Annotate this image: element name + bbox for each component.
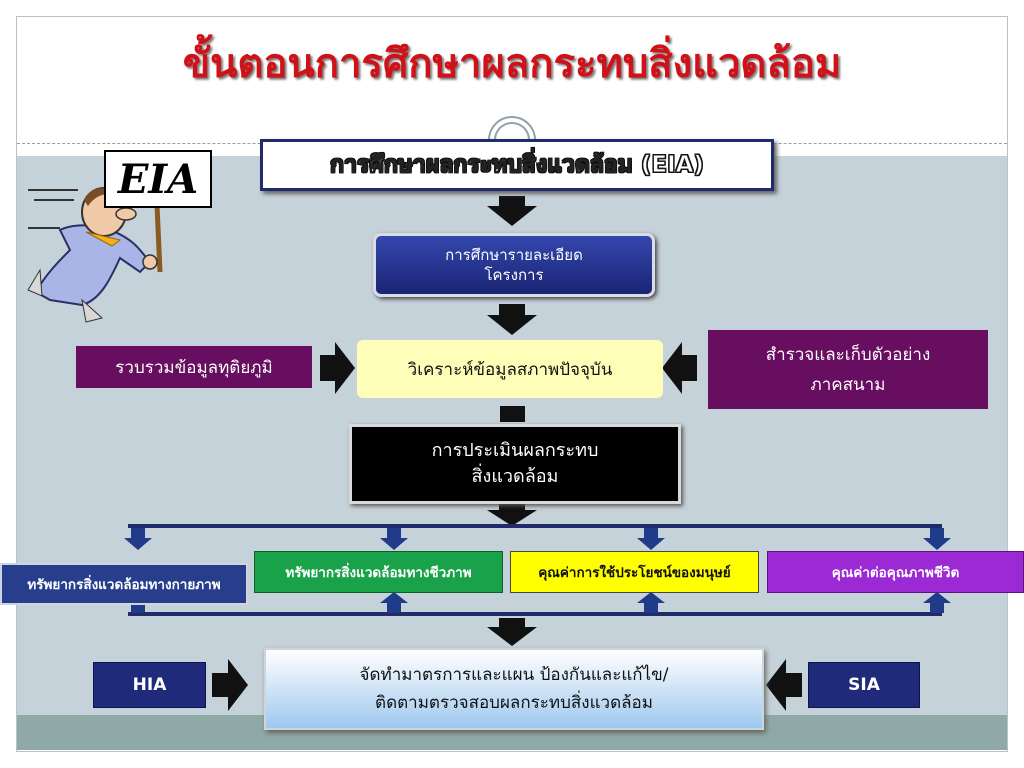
arrow-down-icon bbox=[487, 504, 537, 526]
arrow-down-icon bbox=[923, 528, 951, 550]
mitigation-line1: จัดทำมาตรการและแผน ป้องกันและแก้ไข/ bbox=[359, 665, 669, 685]
mitigation-line2: ติดตามตรวจสอบผลกระทบสิ่งแวดล้อม bbox=[375, 693, 653, 713]
arrow-up-icon bbox=[380, 592, 408, 613]
arrow-right-icon bbox=[212, 659, 248, 711]
field-survey-line1: สำรวจและเก็บตัวอย่าง bbox=[765, 344, 931, 365]
mitigation-plan-box: จัดทำมาตรการและแผน ป้องกันและแก้ไข/ ติดต… bbox=[264, 648, 764, 730]
impact-assessment-box: การประเมินผลกระทบ สิ่งแวดล้อม bbox=[349, 424, 681, 504]
arrow-left-icon bbox=[662, 342, 697, 394]
arrow-down-icon bbox=[637, 528, 665, 550]
page-title: ขั้นตอนการศึกษาผลกระทบสิ่งแวดล้อม bbox=[182, 40, 842, 87]
current-condition-analysis-box: วิเคราะห์ข้อมูลสภาพปัจจุบัน bbox=[357, 340, 663, 398]
arrow-up-icon bbox=[923, 592, 951, 613]
eia-sign: EIA bbox=[104, 150, 212, 208]
category-biological-resources: ทรัพยากรสิ่งแวดล้อมทางชีวภาพ bbox=[254, 551, 503, 593]
connector-stub bbox=[500, 406, 525, 422]
hia-box: HIA bbox=[93, 662, 206, 708]
eia-header-acronym: (EIA) bbox=[640, 152, 704, 179]
arrow-up-icon bbox=[637, 592, 665, 613]
project-details-line2: โครงการ bbox=[484, 266, 544, 284]
eia-header-text: การศึกษาผลกระทบสิ่งแวดล้อม bbox=[330, 152, 634, 179]
arrow-down-icon bbox=[487, 304, 537, 335]
eia-header-box: การศึกษาผลกระทบสิ่งแวดล้อม (EIA) bbox=[260, 139, 774, 191]
project-details-box: การศึกษารายละเอียด โครงการ bbox=[373, 233, 655, 297]
running-man-with-sign-icon bbox=[27, 187, 163, 323]
arrow-down-icon bbox=[124, 528, 152, 550]
arrow-down-icon bbox=[487, 618, 537, 646]
arrow-left-icon bbox=[766, 659, 802, 711]
impact-assessment-line2: สิ่งแวดล้อม bbox=[471, 466, 559, 487]
field-survey-box: สำรวจและเก็บตัวอย่าง ภาคสนาม bbox=[708, 330, 988, 409]
field-survey-line2: ภาคสนาม bbox=[810, 374, 886, 395]
category-human-use-values: คุณค่าการใช้ประโยชน์ของมนุษย์ bbox=[510, 551, 759, 593]
category-quality-of-life: คุณค่าต่อคุณภาพชีวิต bbox=[767, 551, 1024, 593]
category-physical-resources: ทรัพยากรสิ่งแวดล้อมทางกายภาพ bbox=[0, 563, 248, 605]
sia-box: SIA bbox=[808, 662, 920, 708]
project-details-line1: การศึกษารายละเอียด bbox=[445, 246, 583, 264]
impact-assessment-line1: การประเมินผลกระทบ bbox=[431, 440, 599, 461]
arrow-down-icon bbox=[380, 528, 408, 550]
arrow-right-icon bbox=[320, 342, 355, 394]
arrow-down-icon bbox=[487, 196, 537, 226]
secondary-data-box: รวบรวมข้อมูลทุติยภูมิ bbox=[76, 346, 312, 388]
